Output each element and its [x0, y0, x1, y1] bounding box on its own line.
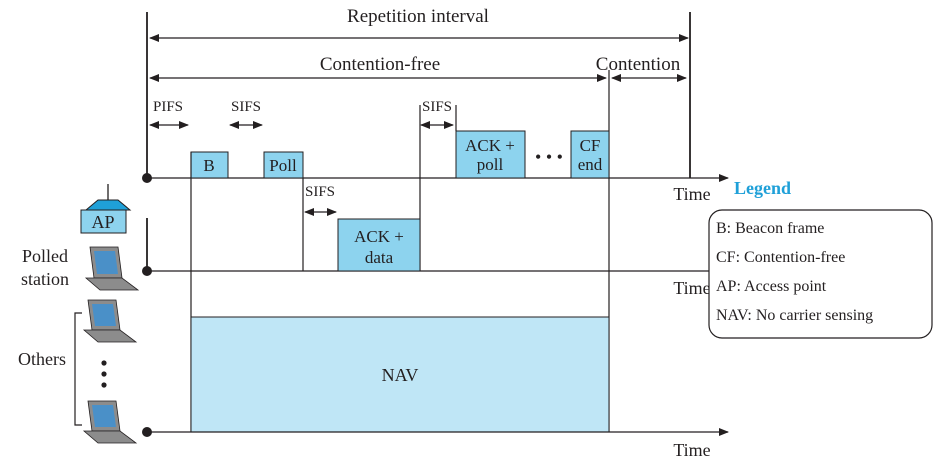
legend-item-beacon: B: Beacon frame — [716, 220, 824, 237]
legend-item-access-point: AP: Access point — [716, 278, 827, 295]
others-ellipsis — [101, 360, 107, 388]
others-laptop-icon-top — [82, 299, 138, 343]
legend-box — [708, 209, 933, 339]
sifs-label-1: SIFS — [231, 99, 261, 115]
ap-label: AP — [91, 212, 114, 232]
ack-data-line2: data — [365, 248, 394, 267]
poll-frame-label: Poll — [269, 156, 297, 175]
others-laptop-icon-bottom — [82, 400, 138, 444]
continuation-dots: • • • — [535, 147, 563, 167]
others-label: Others — [18, 349, 66, 369]
sifs-label-2: SIFS — [305, 184, 335, 200]
cf-end-frame — [570, 130, 610, 179]
polled-timeline-origin — [142, 266, 152, 276]
contention-label: Contention — [596, 54, 681, 75]
time-label-polled: Time — [673, 278, 710, 298]
contention-free-label: Contention-free — [320, 54, 440, 75]
legend-item-contention-free: CF: Contention-free — [716, 249, 845, 266]
time-label-ap: Time — [673, 184, 710, 204]
legend-title: Legend — [734, 178, 791, 198]
pifs-label: PIFS — [153, 99, 183, 115]
poll-frame — [263, 151, 304, 179]
polled-station-label-1: Polled — [22, 246, 68, 266]
legend-item-nav: NAV: No carrier sensing — [716, 307, 873, 324]
ack-poll-line2: poll — [477, 155, 504, 174]
cf-end-line2: end — [578, 155, 603, 174]
polled-station-label-2: station — [21, 269, 69, 289]
ack-data-frame — [337, 218, 421, 272]
nav-block — [190, 316, 610, 433]
others-bracket — [74, 312, 82, 426]
beacon-frame-label: B — [203, 156, 214, 175]
ap-icon: AP — [80, 184, 132, 234]
ap-timeline-origin — [142, 173, 152, 183]
ack-poll-frame — [455, 130, 526, 179]
cf-end-line1: CF — [580, 136, 601, 155]
repetition-interval-label: Repetition interval — [347, 6, 489, 27]
sifs-label-3: SIFS — [422, 99, 452, 115]
ack-poll-line1: ACK + — [465, 136, 515, 155]
time-label-others: Time — [673, 440, 710, 460]
beacon-frame — [190, 151, 229, 179]
ack-data-line1: ACK + — [354, 227, 404, 246]
polled-station-laptop-icon — [84, 246, 140, 291]
nav-label: NAV — [382, 365, 419, 385]
others-timeline-origin — [142, 427, 152, 437]
